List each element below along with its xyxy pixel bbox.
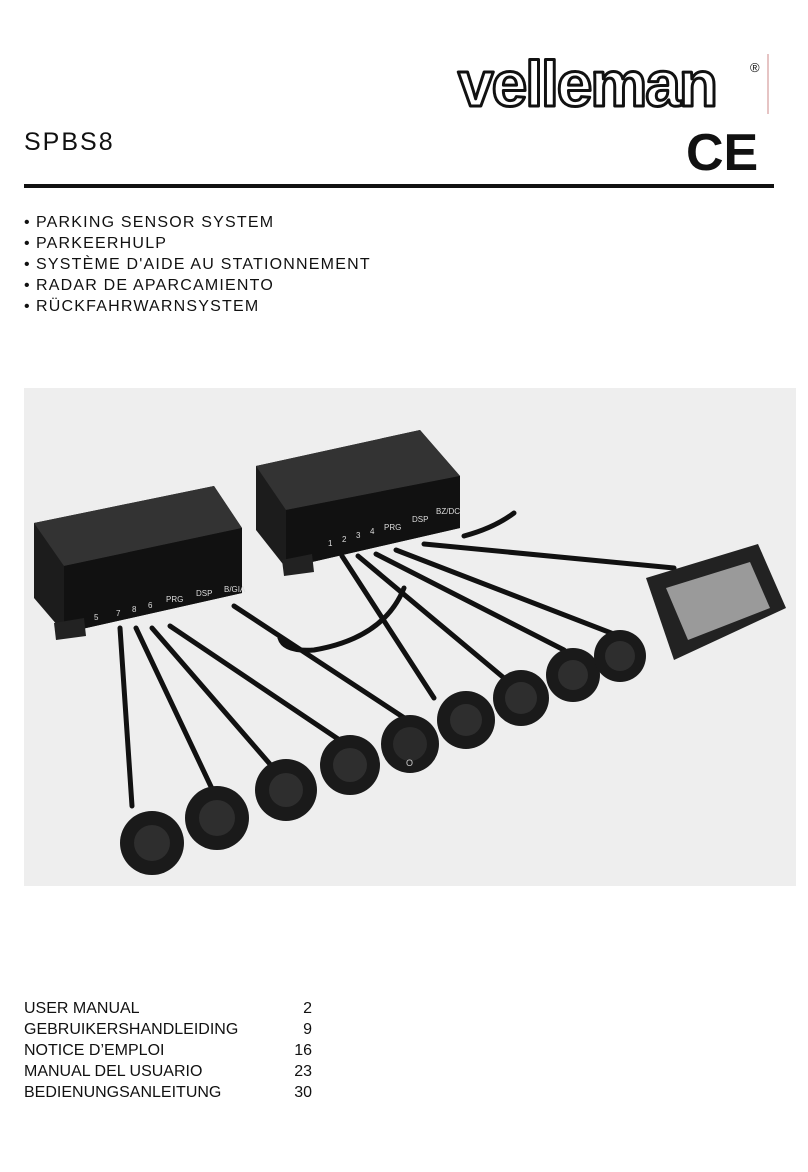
control-unit-right: 1 2 3 4 PRG DSP BZ/DC xyxy=(256,430,460,576)
contents-page: 2 xyxy=(303,1000,312,1017)
port-label: DSP xyxy=(196,589,212,598)
product-name-item: •RADAR DE APARCAMIENTO xyxy=(24,277,274,294)
contents-row: BEDIENUNGSANLEITUNG 30 xyxy=(24,1082,312,1103)
product-name-item: •PARKING SENSOR SYSTEM xyxy=(24,214,275,231)
port-label: 2 xyxy=(342,535,347,544)
ce-mark-text: CE xyxy=(686,124,758,176)
contents-page: 9 xyxy=(303,1021,312,1038)
sensor xyxy=(546,648,600,702)
sensor xyxy=(320,735,380,795)
port-label: 5 xyxy=(94,613,99,622)
sensor xyxy=(437,691,495,749)
registered-mark: ® xyxy=(750,60,760,75)
port-label: 6 xyxy=(148,601,153,610)
bullet-icon: • xyxy=(24,298,31,315)
port-label: 8 xyxy=(132,605,137,614)
sensor xyxy=(185,786,249,850)
contents-page: 30 xyxy=(294,1084,312,1101)
power-switch: O xyxy=(381,715,439,773)
sensor xyxy=(120,811,184,875)
ultrasonic-sensors: O xyxy=(120,630,646,875)
contents-title: BEDIENUNGSANLEITUNG xyxy=(24,1084,222,1101)
port-label: BZ/DC xyxy=(436,507,460,516)
product-photo: 5 7 8 6 PRG DSP B/GIA 1 2 3 4 PRG DSP BZ… xyxy=(24,388,796,886)
contents-page: 16 xyxy=(294,1042,312,1059)
contents-row: GEBRUIKERSHANDLEIDING 9 xyxy=(24,1019,312,1040)
lcd-display-unit xyxy=(646,544,786,660)
product-name-list: •PARKING SENSOR SYSTEM •PARKEERHULP •SYS… xyxy=(24,212,371,317)
bullet-icon: • xyxy=(24,235,31,252)
velleman-logo-graphic: velleman ® xyxy=(457,47,769,122)
contents-title: MANUAL DEL USUARIO xyxy=(24,1063,203,1080)
switch-label: O xyxy=(406,758,413,768)
contents-title: GEBRUIKERSHANDLEIDING xyxy=(24,1021,239,1038)
product-name-item: •PARKEERHULP xyxy=(24,235,168,252)
velleman-logo: velleman ® xyxy=(452,47,772,122)
port-label: DSP xyxy=(412,515,428,524)
contents-title: NOTICE D’EMPLOI xyxy=(24,1042,165,1059)
port-label: PRG xyxy=(384,523,401,532)
bullet-icon: • xyxy=(24,256,31,273)
contents-row: USER MANUAL 2 xyxy=(24,998,312,1019)
contents-page: 23 xyxy=(294,1063,312,1080)
logo-wordmark: velleman xyxy=(458,50,716,120)
product-name-item: •RÜCKFAHRWARNSYSTEM xyxy=(24,298,260,315)
product-name-item: •SYSTÈME D'AIDE AU STATIONNEMENT xyxy=(24,256,371,273)
contents-row: NOTICE D’EMPLOI 16 xyxy=(24,1040,312,1061)
port-label: 3 xyxy=(356,531,361,540)
control-unit-left: 5 7 8 6 PRG DSP B/GIA xyxy=(34,486,246,640)
product-illustration: 5 7 8 6 PRG DSP B/GIA 1 2 3 4 PRG DSP BZ… xyxy=(24,388,796,886)
port-label: B/GIA xyxy=(224,585,246,594)
ce-mark: CE xyxy=(686,124,758,182)
sensor xyxy=(594,630,646,682)
language-contents-table: USER MANUAL 2 GEBRUIKERSHANDLEIDING 9 NO… xyxy=(24,998,312,1103)
sensor xyxy=(255,759,317,821)
contents-title: USER MANUAL xyxy=(24,1000,140,1017)
port-label: PRG xyxy=(166,595,183,604)
sensor xyxy=(493,670,549,726)
header-divider xyxy=(24,184,774,188)
bullet-icon: • xyxy=(24,277,31,294)
contents-row: MANUAL DEL USUARIO 23 xyxy=(24,1061,312,1082)
model-number: SPBS8 xyxy=(24,128,115,156)
port-label: 7 xyxy=(116,609,121,618)
port-label: 1 xyxy=(328,539,333,548)
port-label: 4 xyxy=(370,527,375,536)
bullet-icon: • xyxy=(24,214,31,231)
